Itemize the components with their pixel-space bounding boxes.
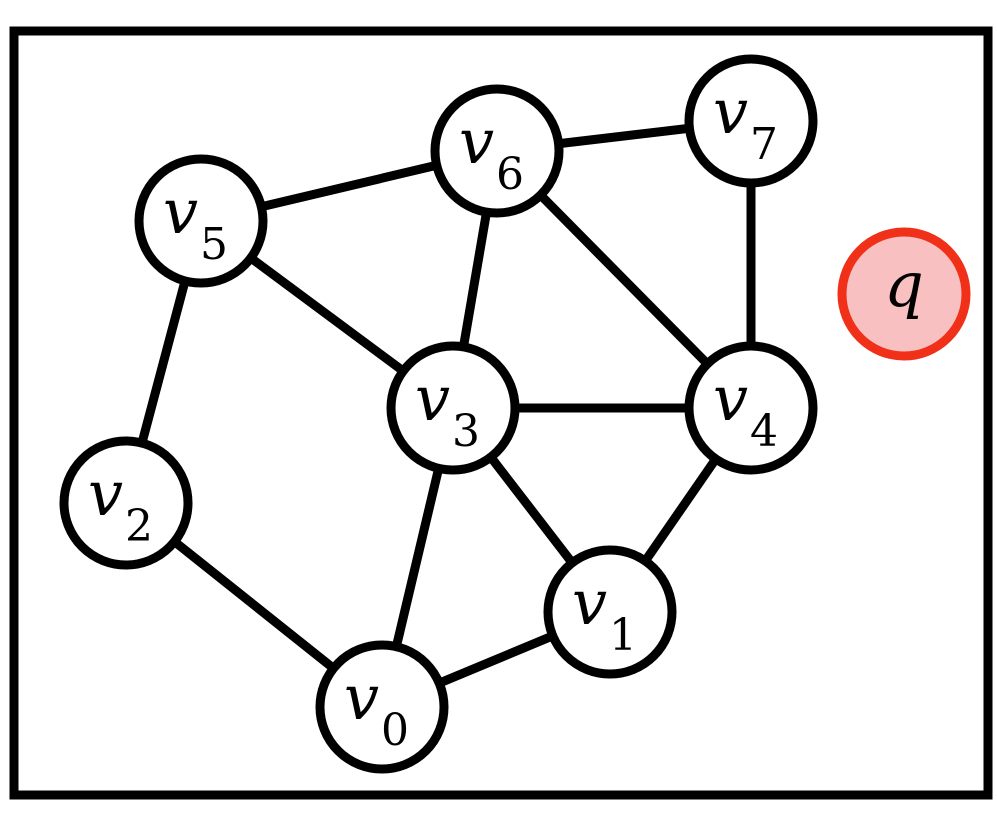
- node-v6-subscript: 6: [496, 149, 524, 200]
- node-v4-letter: v: [713, 362, 748, 435]
- node-v1: v1: [543, 545, 677, 679]
- node-v3-letter: v: [415, 362, 450, 435]
- node-v5-circle: [134, 154, 268, 288]
- node-v6: v6: [430, 84, 564, 218]
- node-v1-circle: [543, 545, 677, 679]
- node-v0-letter: v: [344, 661, 379, 734]
- node-v7-circle: [684, 54, 818, 188]
- node-v4: v4: [684, 341, 818, 475]
- node-v2-subscript: 2: [125, 501, 153, 552]
- node-v7-subscript: 7: [750, 119, 778, 170]
- node-v2-letter: v: [88, 457, 123, 530]
- node-v3: v3: [386, 341, 520, 475]
- node-v7: v7: [684, 54, 818, 188]
- node-v3-label: v3: [415, 362, 480, 457]
- node-v4-subscript: 4: [750, 406, 778, 457]
- node-v3-subscript: 3: [452, 406, 480, 457]
- node-v2-circle: [59, 436, 193, 570]
- node-v4-label: v4: [713, 362, 778, 457]
- node-v5-subscript: 5: [200, 219, 228, 270]
- frame-border: [9, 26, 993, 800]
- node-v2: v2: [59, 436, 193, 570]
- node-v0-subscript: 0: [381, 705, 409, 756]
- query-layer: q: [837, 227, 971, 361]
- query-node-q-circle: [837, 227, 971, 361]
- node-v3-circle: [386, 341, 520, 475]
- node-v1-label: v1: [572, 566, 637, 661]
- node-v0-circle: [315, 640, 449, 774]
- node-v1-subscript: 1: [609, 610, 637, 661]
- node-v5: v5: [134, 154, 268, 288]
- query-node-q-label: q: [884, 248, 924, 321]
- query-node-q: q: [837, 227, 971, 361]
- node-v6-circle: [430, 84, 564, 218]
- node-v5-label: v5: [163, 175, 228, 270]
- node-v2-label: v2: [88, 457, 153, 552]
- node-v1-letter: v: [572, 566, 607, 639]
- node-v0-label: v0: [344, 661, 409, 756]
- node-v6-letter: v: [459, 105, 494, 178]
- node-v7-label: v7: [713, 75, 778, 170]
- node-v5-letter: v: [163, 175, 198, 248]
- node-v0: v0: [315, 640, 449, 774]
- node-v7-letter: v: [713, 75, 748, 148]
- node-v4-circle: [684, 341, 818, 475]
- node-v6-label: v6: [459, 105, 524, 200]
